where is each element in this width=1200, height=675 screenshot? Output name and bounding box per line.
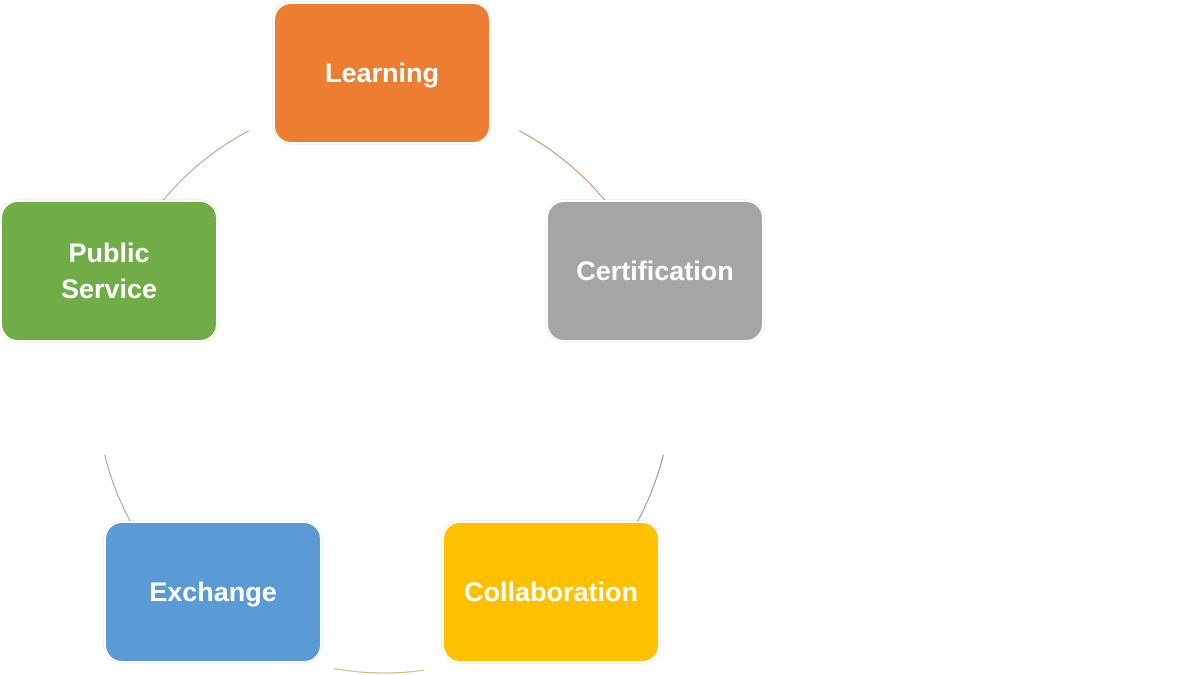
certification-node: Certification xyxy=(546,200,764,342)
learning-node: Learning xyxy=(273,2,491,144)
exchange-node: Exchange xyxy=(104,521,322,663)
collaboration-node: Collaboration xyxy=(442,521,660,663)
public-service-node: Public Service xyxy=(0,200,218,342)
connector-collaboration-exchange xyxy=(333,668,425,674)
